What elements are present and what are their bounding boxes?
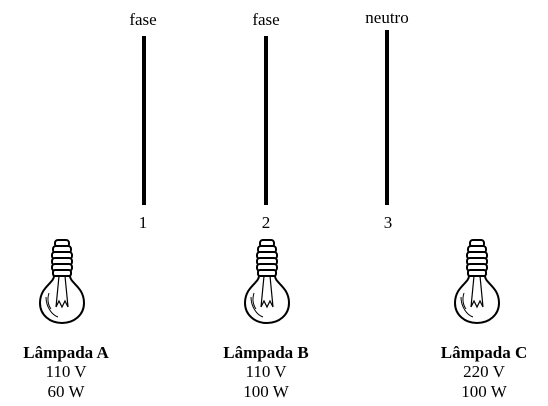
lamp-b-name: Lâmpada B xyxy=(223,343,309,362)
lamp-b-power: 100 W xyxy=(243,382,289,401)
wire-2: fase 2 xyxy=(252,10,279,232)
wire-3: neutro 3 xyxy=(365,8,408,232)
wire-1: fase 1 xyxy=(129,10,156,232)
lamp-a: Lâmpada A 110 V 60 W xyxy=(23,239,109,401)
lamp-a-voltage: 110 V xyxy=(45,362,87,381)
wire-1-number: 1 xyxy=(139,213,148,232)
wire-3-label: neutro xyxy=(365,8,408,27)
lamp-a-name: Lâmpada A xyxy=(23,343,109,362)
wire-3-number: 3 xyxy=(384,213,393,232)
lamp-c-power: 100 W xyxy=(461,382,507,401)
lamp-c-name: Lâmpada C xyxy=(441,343,527,362)
lamp-c: Lâmpada C 220 V 100 W xyxy=(441,239,527,401)
lamp-c-voltage: 220 V xyxy=(463,362,505,381)
lamp-b-bulb-icon xyxy=(244,239,290,324)
lamp-c-bulb-icon xyxy=(454,239,500,324)
lamp-b: Lâmpada B 110 V 100 W xyxy=(223,239,309,401)
lamp-a-bulb-icon xyxy=(39,239,85,324)
lamp-b-voltage: 110 V xyxy=(245,362,287,381)
lamp-a-power: 60 W xyxy=(48,382,86,401)
wire-1-label: fase xyxy=(129,10,156,29)
wire-2-label: fase xyxy=(252,10,279,29)
wire-2-number: 2 xyxy=(262,213,271,232)
